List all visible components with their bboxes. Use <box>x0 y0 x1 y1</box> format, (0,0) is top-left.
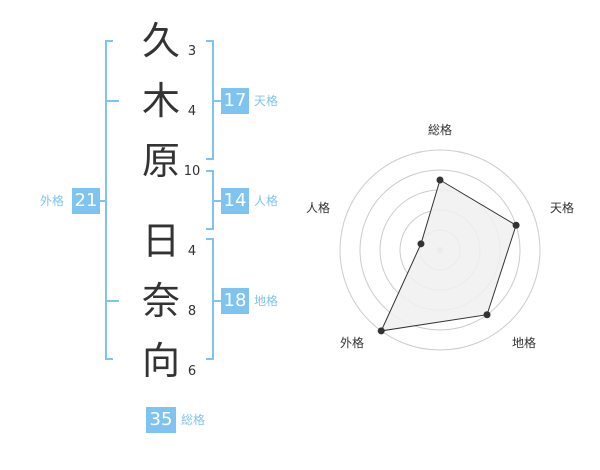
stroke-count-4: 4 <box>187 244 197 259</box>
tenkaku-label: 天格 <box>254 94 279 108</box>
stroke-count-5: 8 <box>187 304 197 319</box>
radar-grid-ring-4 <box>359 169 521 331</box>
radar-label-tenkaku: 天格 <box>549 201 574 215</box>
chikaku-label: 地格 <box>254 294 279 308</box>
chikaku-connector <box>212 300 222 302</box>
chikaku-bracket <box>206 238 214 360</box>
chikaku-value-badge: 18 <box>221 288 249 314</box>
name-char-1: 久 <box>141 19 180 63</box>
stroke-count-3: 10 <box>183 164 201 179</box>
radar-grid-ring-5 <box>339 149 541 351</box>
soukaku-label: 総格 <box>181 413 206 427</box>
radar-point-gaikaku <box>377 327 385 335</box>
radar-data-polygon <box>380 179 517 332</box>
gaikaku-connector <box>97 200 107 202</box>
name-char-2: 木 <box>141 79 180 123</box>
radar-label-jinkaku: 人格 <box>305 201 330 215</box>
radar-point-soukaku <box>436 176 444 184</box>
radar-label-chikaku: 地格 <box>511 336 536 350</box>
radar-data-points <box>377 176 520 335</box>
name-char-3: 原 <box>141 139 180 183</box>
radar-point-tenkaku <box>512 221 520 229</box>
tenkaku-value-badge: 17 <box>221 88 249 114</box>
jinkaku-connector <box>212 200 222 202</box>
radar-point-chikaku <box>483 311 491 319</box>
stroke-count-2: 4 <box>187 104 197 119</box>
gaikaku-mid-tick-2 <box>105 300 119 302</box>
radar-label-soukaku: 総格 <box>427 123 452 137</box>
radar-label-gaikaku: 外格 <box>339 336 364 350</box>
radar-point-jinkaku <box>417 240 425 248</box>
gaikaku-value-badge: 21 <box>72 188 100 214</box>
name-char-4: 日 <box>141 219 180 263</box>
stroke-count-1: 3 <box>187 44 197 59</box>
jinkaku-label: 人格 <box>254 194 279 208</box>
name-char-5: 奈 <box>141 279 180 323</box>
stroke-count-6: 6 <box>187 364 197 379</box>
name-char-6: 向 <box>141 339 180 383</box>
gaikaku-label: 外格 <box>40 194 65 208</box>
tenkaku-connector <box>212 100 222 102</box>
soukaku-value-badge: 35 <box>146 407 176 433</box>
gaikaku-mid-tick-1 <box>105 100 119 102</box>
jinkaku-value-badge: 14 <box>221 188 249 214</box>
